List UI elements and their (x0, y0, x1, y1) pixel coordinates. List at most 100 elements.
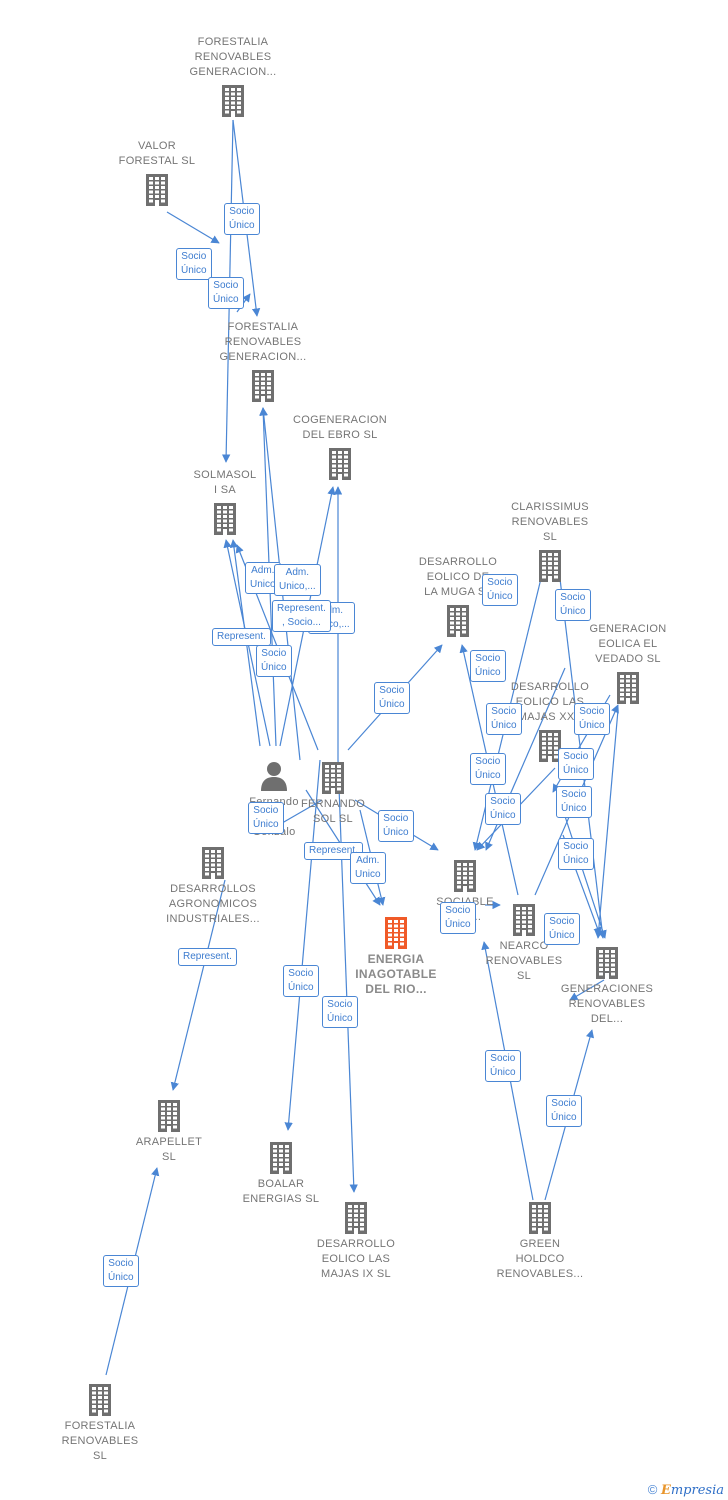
node-label-line: DESARROLLOS (170, 883, 256, 895)
node-label-line: CLARISSIMUS (511, 501, 589, 513)
edge-relation-tag[interactable]: Represent. (304, 842, 363, 860)
edge-relation-tag[interactable]: Adm.Unico,... (274, 564, 321, 596)
building-icon (490, 728, 610, 762)
edge-tag-text: Único (475, 770, 501, 781)
node-label-line: RENOVABLES (568, 998, 646, 1010)
edge-tag-text: Único (490, 1067, 516, 1078)
building-icon (173, 83, 293, 117)
node-label-line: DEL EBRO SL (302, 429, 378, 441)
node-label-line: DESARROLLO (510, 681, 590, 693)
edge-tag-text: Socio (490, 1053, 516, 1064)
node-label-line: DEL RIO... (365, 982, 427, 996)
edge-line (594, 709, 619, 939)
edge-tag-text: Socio (383, 813, 409, 824)
building-icon (398, 603, 518, 637)
node-desarrollos-agronomicos[interactable]: DESARROLLOS AGRONOMICOS INDUSTRIALES... (153, 845, 273, 927)
node-label-line: SL (92, 1450, 108, 1462)
node-label-line: RENOVABLES (61, 1435, 139, 1447)
building-icon (464, 902, 584, 936)
edge-line (166, 211, 220, 244)
node-label-line: INDUSTRIALES... (166, 913, 260, 925)
edge-tag-text: Único (445, 919, 471, 930)
edge-tag-text: Socio (560, 592, 586, 603)
edge-tag-text: Socio (491, 706, 517, 717)
edge-tag-text: Único (549, 930, 575, 941)
edge-relation-tag[interactable]: Represent. (212, 628, 271, 646)
edge-tag-text: Socio (229, 206, 255, 217)
edge-tag-text: Único (551, 1112, 577, 1123)
node-label-line: AGRONOMICOS (168, 898, 258, 910)
edge-tag-text: Unico,... (313, 619, 350, 630)
node-label-line: RENOVABLES (224, 336, 302, 348)
edge-relation-tag[interactable]: Represent. (178, 948, 237, 966)
node-label-line: FORESTAL SL (118, 155, 196, 167)
node-label-line: RENOVABLES (485, 955, 563, 967)
edge-relation-tag[interactable]: Represent., Socio... (272, 600, 331, 632)
edge-tag-text: Único (261, 662, 287, 673)
edge-tag-text: Socio (579, 706, 605, 717)
edge-tag-text: Único (383, 827, 409, 838)
edge-tag-text: Único (475, 667, 501, 678)
node-label-line: GENERACION (589, 623, 667, 635)
edge-tag-text: Socio (379, 685, 405, 696)
node-label-line: VEDADO SL (595, 653, 661, 665)
edge-line (284, 759, 321, 1131)
brand-logo: Empresia (660, 1483, 724, 1498)
edge-tag-text: Único (288, 982, 314, 993)
node-label-line: GREEN (519, 1238, 561, 1250)
edge-tag-text: Represent. (309, 845, 358, 856)
node-label-line: EOLICO LAS (321, 1253, 391, 1265)
node-label-line: DEL... (590, 1013, 624, 1025)
edge-tag-text: Único (229, 220, 255, 231)
node-label-line: INAGOTABLE (355, 967, 437, 981)
edge-relation-tag[interactable]: Adm.Unico (350, 852, 386, 884)
